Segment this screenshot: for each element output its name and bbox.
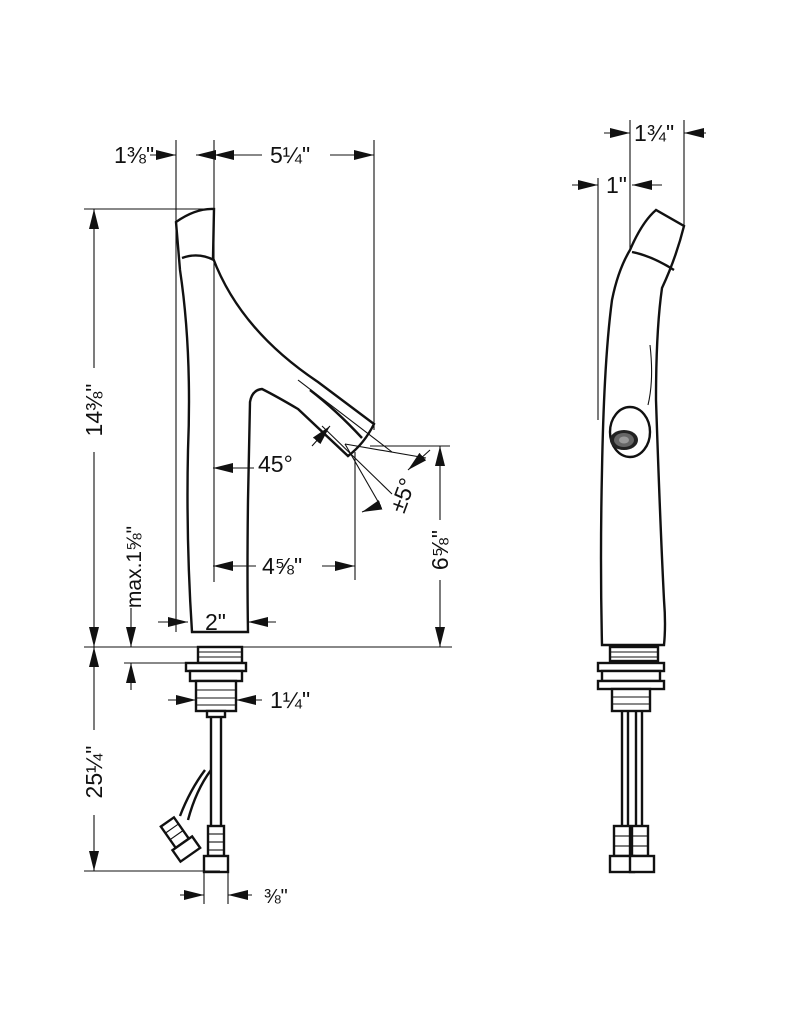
dim-spout-height: 6⅝"	[427, 530, 453, 570]
dim-spout-angle: 45°	[258, 451, 293, 477]
dim-max-thickness: max.1⅝"	[123, 526, 146, 608]
supply-hoses-side	[608, 711, 656, 874]
faucet-body-side	[599, 208, 686, 647]
dim-base-diameter: 2"	[205, 609, 226, 635]
dim-hose-length: 25¼"	[81, 746, 107, 799]
mounting-base	[184, 645, 248, 719]
faucet-body	[174, 207, 376, 634]
dimension-labels-side: 1¾" 1"	[606, 120, 674, 198]
aerator-icon	[610, 430, 638, 450]
dimension-lines	[89, 150, 445, 900]
dim-top-left-offset: 1⅜"	[114, 142, 154, 168]
dim-spout-reach: 5¼"	[270, 142, 310, 168]
dim-overall-height: 14⅜"	[81, 384, 107, 437]
dim-spray-tilt: ±5°	[384, 475, 420, 516]
extension-lines	[84, 140, 452, 904]
front-view: 1⅜" 5¼" 14⅜" 45° ±5° 4⅝" 6⅝" max.1⅝" 2" …	[81, 140, 453, 908]
dim-spout-projection: 4⅝"	[262, 553, 302, 579]
dim-top-width: 1¾"	[634, 120, 674, 146]
dimension-lines-side	[572, 128, 706, 190]
supply-hoses	[159, 717, 230, 874]
mounting-base-side	[596, 645, 666, 713]
dim-connection: ⅜"	[264, 886, 288, 908]
handle-seam	[181, 254, 215, 262]
aerator-outline	[608, 405, 652, 459]
dim-shank-diameter: 1¼"	[270, 687, 310, 713]
spray-head-seam	[309, 389, 363, 439]
dimension-labels: 1⅜" 5¼" 14⅜" 45° ±5° 4⅝" 6⅝" max.1⅝" 2" …	[81, 142, 453, 908]
dim-body-width: 1"	[606, 172, 627, 198]
side-view: 1¾" 1"	[572, 120, 706, 874]
handle-seam-side	[631, 250, 675, 272]
